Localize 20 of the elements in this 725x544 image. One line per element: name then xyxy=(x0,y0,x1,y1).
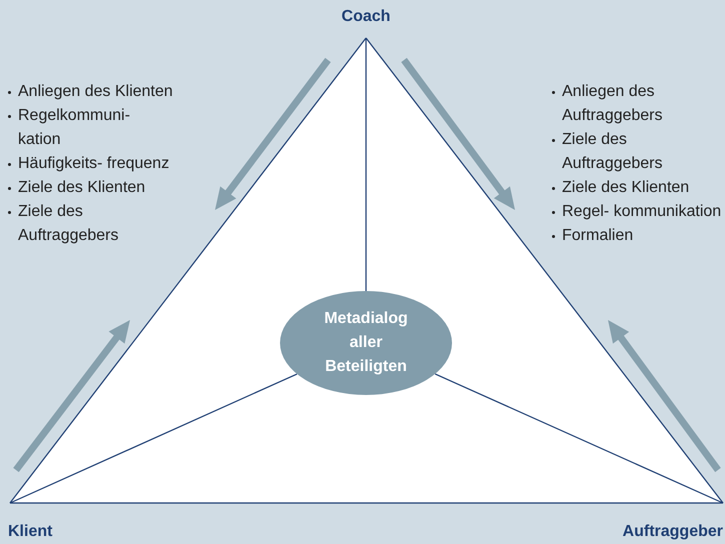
list-item-text: Regel- kommunikation xyxy=(562,202,722,222)
vertex-label: Klient xyxy=(8,523,52,541)
list-item-text: Ziele des Auftraggebers xyxy=(562,130,664,174)
list-item-text: Ziele des Klienten xyxy=(562,178,690,198)
list-item-text: Häufigkeits- frequenz xyxy=(18,154,170,174)
node-text: Metadialog aller Beteiligten xyxy=(323,309,409,377)
list-item-text: Ziele des Klienten xyxy=(18,178,146,198)
list-item-text: Anliegen des Auftraggebers xyxy=(562,82,664,126)
connector-line xyxy=(366,38,724,504)
connector-line xyxy=(10,373,298,504)
list-item-text: Formalien xyxy=(562,226,634,246)
connector-line xyxy=(365,38,367,291)
connector-line xyxy=(10,38,366,504)
vertex-label: Coach xyxy=(342,8,390,26)
connector-line xyxy=(10,502,723,504)
vertex-label: Auftraggeber xyxy=(622,523,723,541)
list-item-text: Anliegen des Klienten xyxy=(18,82,174,102)
list-item-text: Ziele des Auftraggebers xyxy=(18,202,120,246)
connector-line xyxy=(434,373,724,504)
list-item-text: Regelkommuni- kation xyxy=(18,106,132,150)
